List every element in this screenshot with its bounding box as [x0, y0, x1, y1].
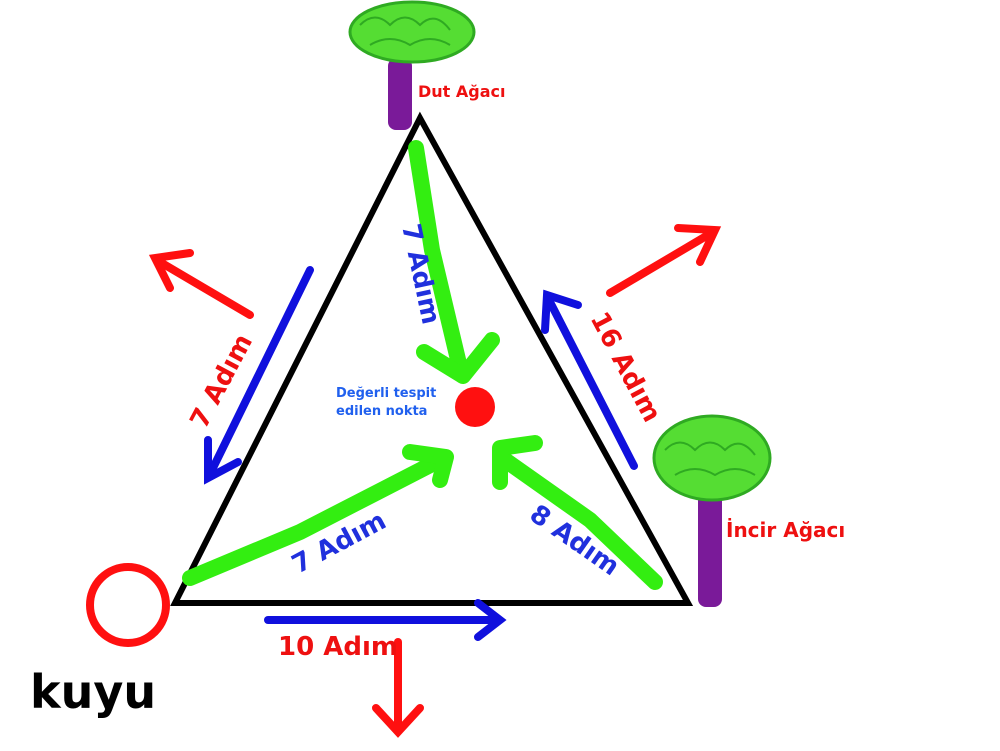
- point-label-line2: edilen nokta: [336, 404, 427, 419]
- left-side-steps-label: 7 Adım: [185, 329, 259, 433]
- fig-tree-label: İncir Ağacı: [726, 518, 845, 542]
- mulberry-tree-label: Dut Ağacı: [418, 82, 506, 101]
- outward-arrow-right: [606, 224, 722, 297]
- mulberry-tree-icon: [348, 0, 476, 130]
- side-arrow-right: [541, 289, 638, 470]
- fig-trunk: [698, 485, 722, 607]
- triangle-outline: [170, 111, 694, 606]
- well-label: kuyu: [30, 665, 156, 719]
- mulberry-crown: [348, 0, 476, 64]
- side-arrow-bottom: [264, 599, 507, 641]
- path-arrow-from-right: [492, 435, 663, 590]
- fig-crown: [652, 414, 772, 502]
- outward-arrow-left: [148, 249, 254, 319]
- mulberry-trunk: [388, 58, 412, 130]
- path-arrow-from-top: [408, 140, 500, 384]
- valuable-point-marker: [455, 387, 495, 427]
- side-arrow-left: [204, 266, 314, 485]
- fig-tree-icon: [652, 414, 772, 607]
- bottom-side-steps-label: 10 Adım: [278, 632, 398, 662]
- right-side-steps-label: 16 Adım: [584, 307, 667, 427]
- path-arrow-from-left: [182, 444, 454, 586]
- point-label-line1: Değerli tespit: [336, 386, 436, 401]
- outward-arrow-bottom: [372, 638, 424, 738]
- well-icon: [86, 563, 170, 647]
